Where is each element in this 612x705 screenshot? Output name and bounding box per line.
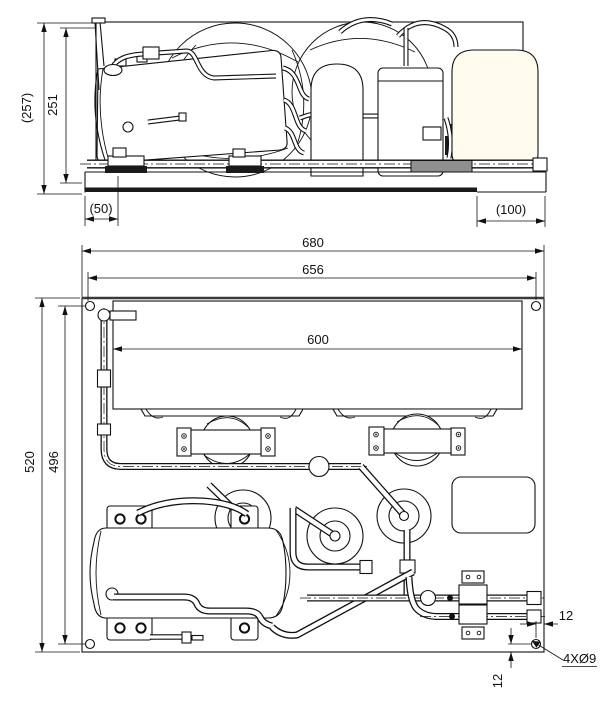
compressor-feet-side xyxy=(105,147,264,173)
elevation-view: (257) 251 (50) (100) xyxy=(19,17,548,227)
dim-251-label: 251 xyxy=(45,94,60,116)
suction-pipe-side xyxy=(91,17,277,91)
dim-hole-offset-bottom: 12 xyxy=(490,628,532,688)
compressor-plan xyxy=(89,497,291,644)
compressor-side xyxy=(94,49,288,164)
hole-callout: 4XØ9 xyxy=(531,640,597,667)
top-pipes-side xyxy=(338,17,459,66)
fan-motor-1-plan xyxy=(176,415,276,469)
vertical-compressor-dome-side xyxy=(310,63,364,177)
dim-right-inset: (100) xyxy=(476,196,546,227)
dim-600-label: 600 xyxy=(307,332,329,347)
dim-257-label: (257) xyxy=(19,93,34,123)
fan-motor-2-plan xyxy=(368,413,466,467)
dim-condenser-length: 600 xyxy=(113,332,522,352)
dim-hole-pitch-length: 656 xyxy=(87,262,537,301)
plan-view: 680 656 600 520 496 xyxy=(22,235,597,688)
fan-shrouds-plan xyxy=(140,408,498,419)
dim-hole-pitch-width: 496 xyxy=(46,305,85,645)
base-pipe-side xyxy=(80,157,548,173)
dim-overall-width: 520 xyxy=(22,297,80,653)
receiver-tank-side xyxy=(443,49,539,165)
vertical-compressor-plan xyxy=(289,506,373,575)
dim-frame-height: 251 xyxy=(45,27,95,184)
hole-callout-label: 4XØ9 xyxy=(563,651,596,666)
accumulator-side xyxy=(377,67,444,177)
receiver-tank-plan xyxy=(451,476,536,534)
dim-overall-height: (257) xyxy=(19,22,95,195)
dim-12-horizontal-label: 12 xyxy=(559,608,573,623)
dim-496-label: 496 xyxy=(46,451,61,473)
dim-50-label: (50) xyxy=(89,201,112,216)
dim-656-label: 656 xyxy=(302,262,324,277)
service-pipes-plan xyxy=(269,568,546,640)
condenser-coil-plan xyxy=(112,300,523,410)
dim-left-inset: (50) xyxy=(84,176,119,226)
dim-12-vertical-label: 12 xyxy=(490,674,505,688)
dim-100-label: (100) xyxy=(496,202,526,217)
pipe-run-plan xyxy=(96,308,368,478)
dim-overall-length: 680 xyxy=(81,235,545,297)
dim-hole-offset-right: 12 xyxy=(520,608,573,638)
dim-520-label: 520 xyxy=(22,451,37,473)
dim-680-label: 680 xyxy=(302,235,324,250)
